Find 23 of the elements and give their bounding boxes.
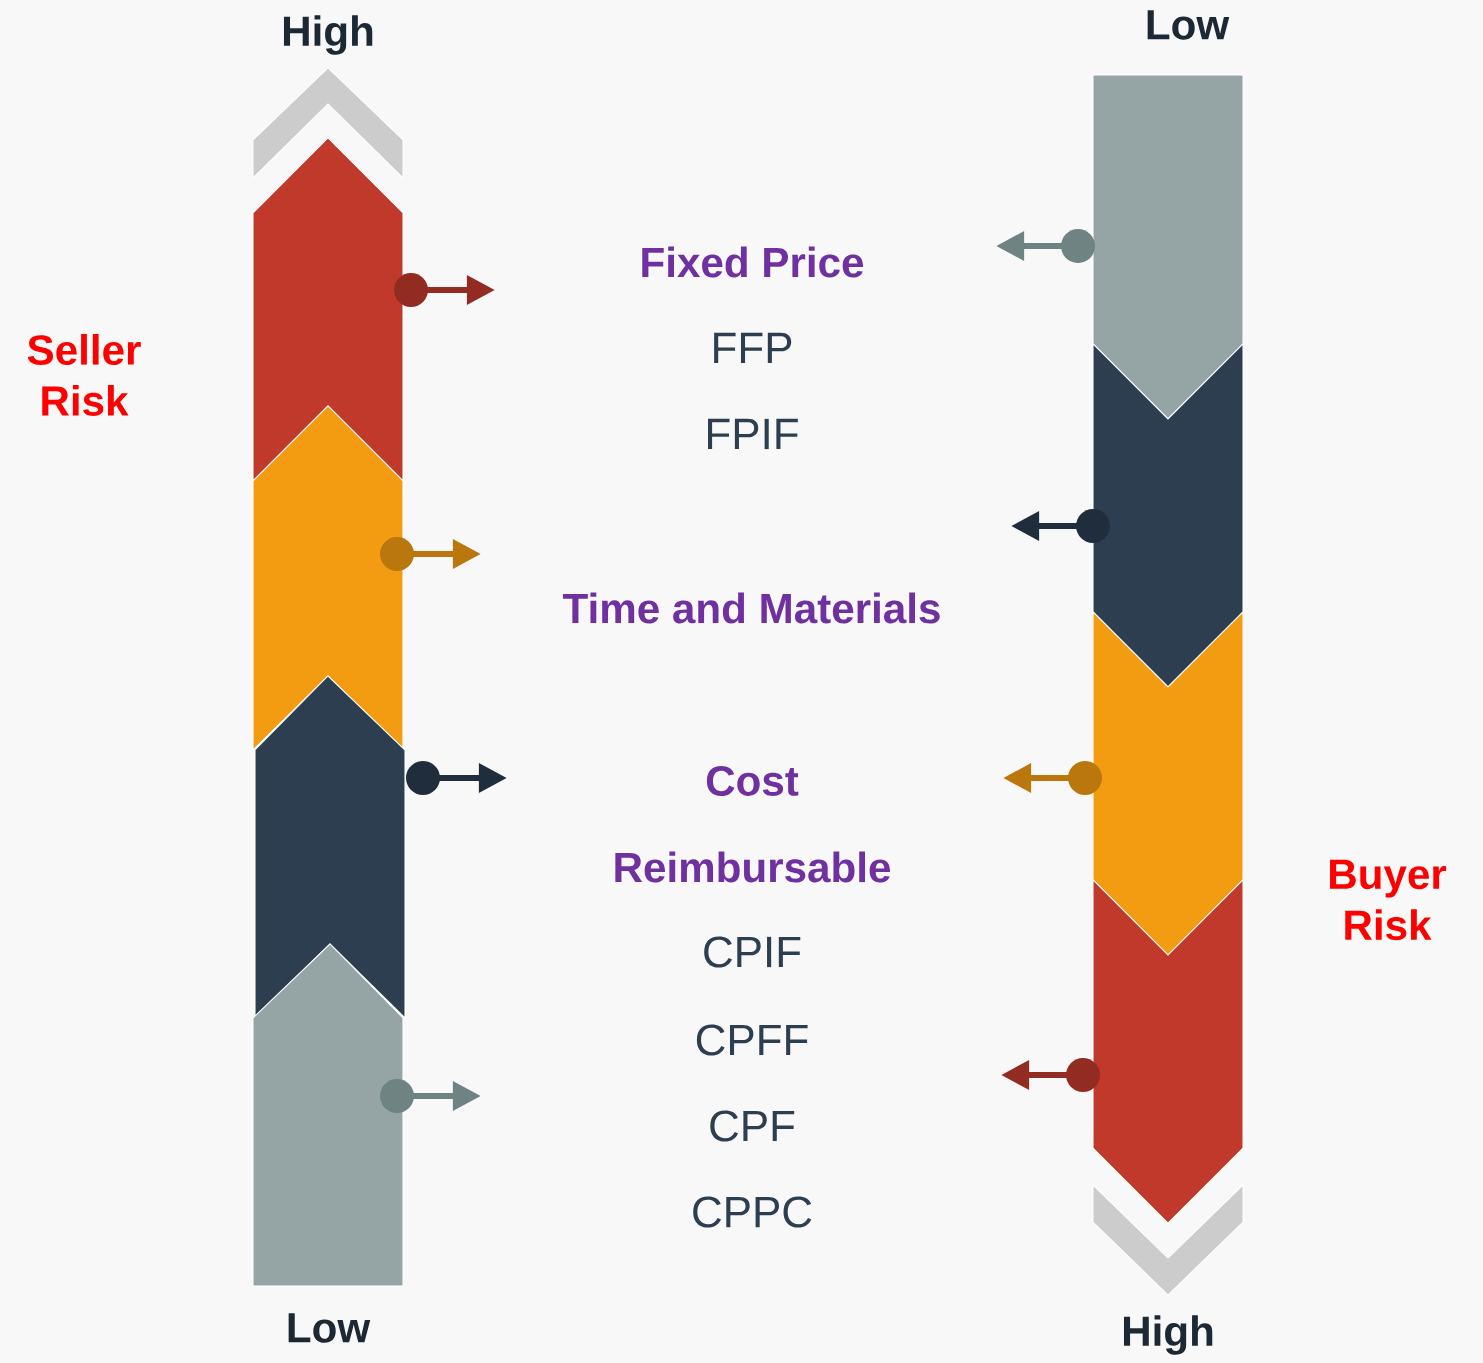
- category-heading: Cost: [706, 766, 799, 796]
- chevron-segment: [1092, 74, 1244, 420]
- axis-label: High: [283, 15, 373, 55]
- axis-label: High: [1123, 1315, 1213, 1355]
- contract-code: FPIF: [708, 418, 798, 450]
- chevron-mark: [252, 67, 404, 180]
- chevron-mark: [1092, 1183, 1244, 1296]
- chevron-segment: [1092, 342, 1244, 688]
- chevron-segment: [252, 137, 404, 483]
- contract-code: FFP: [714, 332, 792, 364]
- risk-label: Buyer Risk: [1330, 859, 1447, 941]
- contract-code: CPPC: [693, 1196, 812, 1228]
- category-heading: Time and Materials: [563, 592, 940, 624]
- contract-code: CPFF: [696, 1024, 808, 1056]
- risk-label: Seller Risk: [27, 334, 141, 416]
- contract-code: CPF: [710, 1110, 795, 1142]
- category-heading: Fixed Price: [642, 246, 864, 278]
- chevron-segment: [252, 405, 404, 752]
- chevron-segment: [1092, 610, 1244, 956]
- contract-code: CPIF: [704, 936, 801, 968]
- chevron-segment: [254, 675, 406, 1020]
- category-heading: Reimbursable: [615, 851, 890, 883]
- chevron-segment: [1092, 878, 1244, 1224]
